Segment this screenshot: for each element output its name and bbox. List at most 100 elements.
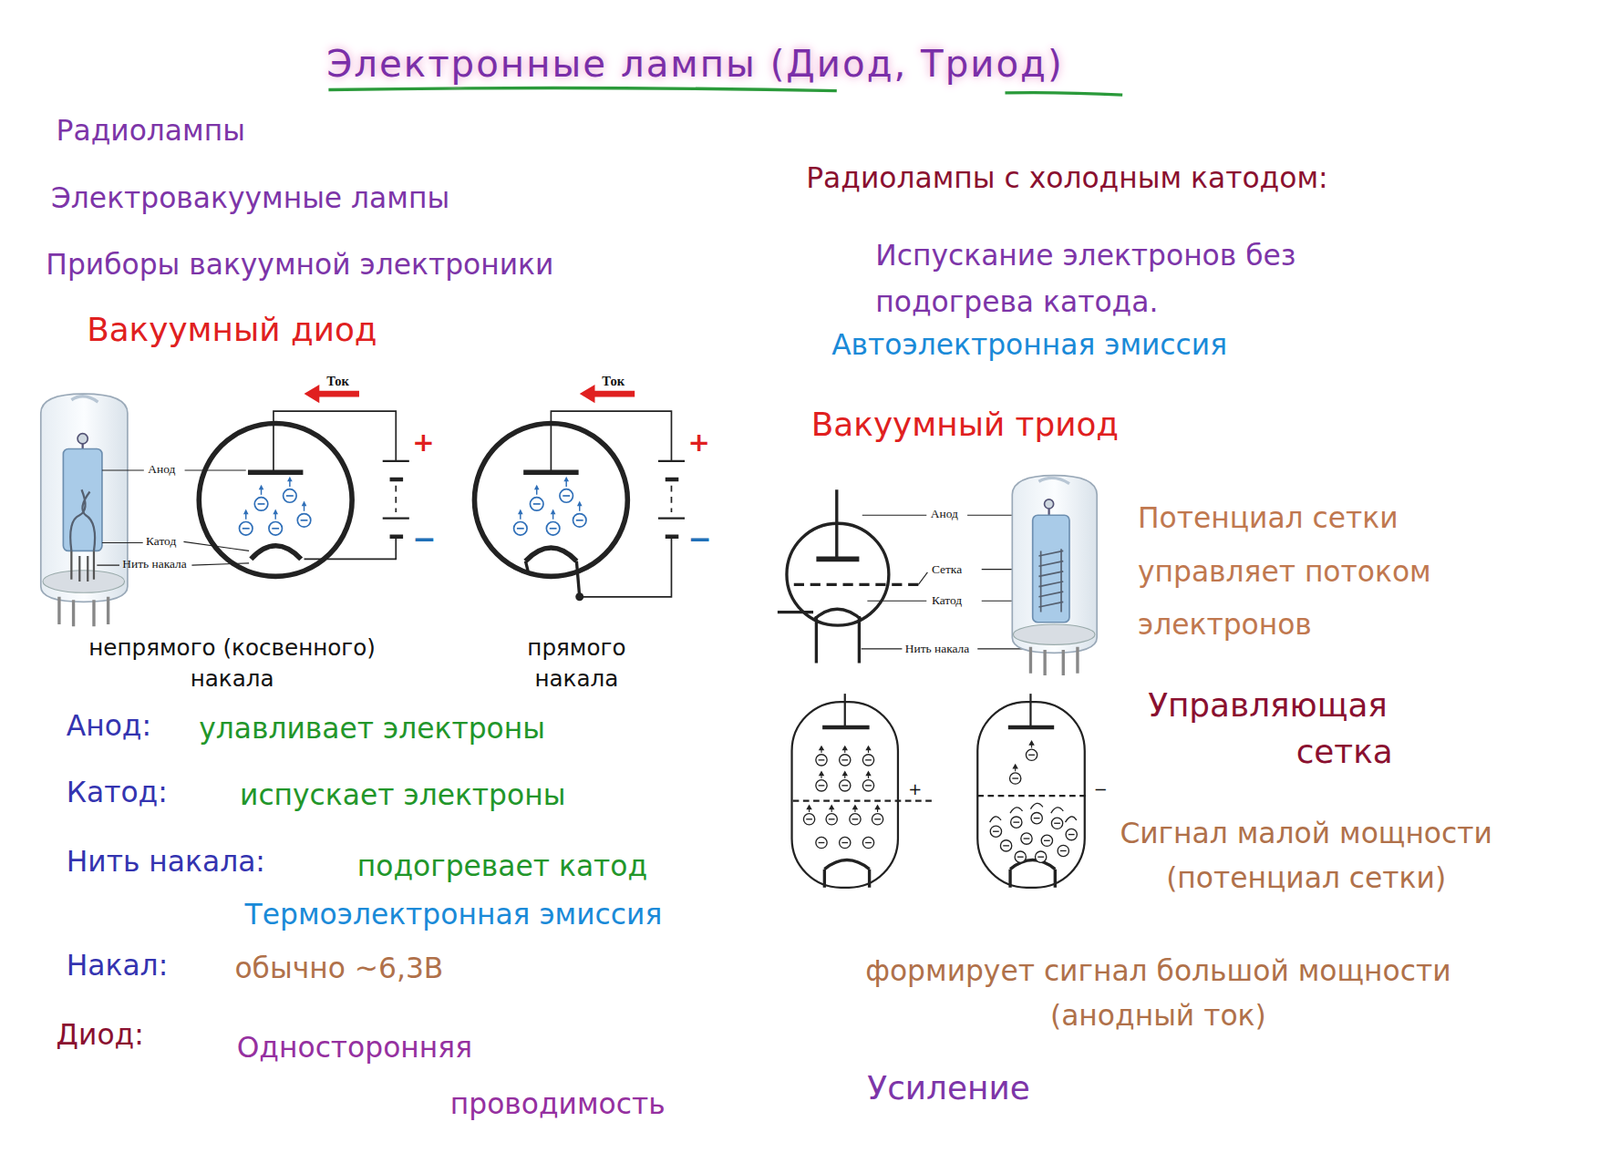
term: Радиолампы [56,113,246,149]
triode-positive-grid-part [825,805,837,826]
diode-indirect-part [304,384,320,403]
diode-indirect-part [297,501,311,528]
triode-negative-grid-part [1014,851,1026,863]
triode-positive-grid-part [871,805,883,826]
triode-photo-part [1012,624,1095,645]
term: Диод: [56,1018,145,1053]
diode-indirect-part [198,423,352,578]
diode-direct-part [525,547,577,562]
diode-indirect-part [238,509,253,537]
diode-indirect-part [304,536,397,560]
triode-photo-part [1038,477,1070,484]
diode-indirect-part [183,470,249,566]
part-name: Анод [930,506,959,522]
page-title: Электронные лампы (Диод, Триод) [326,42,1064,86]
triode-positive-grid-part [862,836,874,848]
diode-photo-part [71,396,98,403]
diode-photo-part [42,570,125,594]
diode-indirect-part [247,469,303,475]
triode-negative-grid-part [1010,764,1022,785]
section-heading: Вакуумный диод [86,310,377,351]
diode-photo-part [59,597,109,627]
triode-negative-grid-part [1000,840,1012,852]
caption: прямого накала [499,632,653,694]
diode-indirect-part [250,546,301,560]
diode-photo-part [77,433,88,444]
section-heading: Вакуумный триод [811,405,1119,445]
term: Приборы вакуумной электроники [45,247,554,283]
diode-direct-part [559,476,574,504]
term: Нить накала: [66,845,266,880]
title-underline [328,88,1123,96]
current-label: Ток [601,373,625,390]
term: Управляющая сетка [1147,681,1394,776]
triode-symbol-part [815,557,859,563]
polarity-sign: − [687,522,712,558]
triode-positive-grid-part [839,772,851,792]
triode-negative-grid-part [1034,851,1046,863]
triode-positive-grid-part [792,701,899,888]
triode-negative-grid-part [990,825,1002,837]
definition: обычно ~6,3В [234,951,444,987]
note: формирует сигнал большой мощности (анодн… [862,949,1455,1040]
term: Накал: [66,949,168,984]
term: Анод: [66,709,152,744]
diode-indirect [183,384,409,577]
polarity-sign: + [687,426,710,459]
triode-positive-grid-part [803,805,815,826]
triode-symbol-part [835,489,838,559]
diode-direct-part [514,509,528,537]
part-name: Катод [931,593,962,609]
title-underline-part [328,88,837,92]
triode-negative-grid [977,693,1087,888]
term: Электровакуумные лампы [51,181,450,217]
note: Сигнал малой мощности (потенциал сетки) [1092,811,1521,902]
triode-photo-part [1041,548,1062,612]
diode-indirect-part [283,476,298,504]
polarity-sign: − [1094,779,1108,799]
title-underline-part [1004,92,1123,96]
diode-photo [41,393,145,627]
diode-direct-part [572,501,587,528]
part-name: Катод [145,534,176,549]
triode-positive-grid-part [815,772,827,792]
part-name: Нить накала [905,641,970,657]
triode-photo-part [1032,515,1070,623]
triode-positive-grid-part [824,860,869,888]
diode-indirect-part [390,479,404,537]
triode-positive-grid-part [839,836,851,848]
diode-indirect-part [382,461,410,519]
definition: Испускание электронов без подогрева като… [875,232,1365,325]
current-label: Ток [326,373,350,390]
triode-negative-grid-part [977,794,1087,797]
triode-positive-grid-part [822,725,869,730]
diode-direct-part [670,485,673,513]
polarity-sign: + [412,426,434,459]
triode-positive-grid-part [793,800,934,803]
diode-photo-part [70,489,95,551]
diode-direct-part [579,384,596,403]
caption: непрямого (косвенного) накала [51,632,413,694]
part-name: Анод [147,462,176,477]
diode-direct-part [546,509,560,537]
triode-symbol-part [815,616,859,663]
definition: Автоэлектронная эмиссия [831,328,1228,363]
definition: испускает электроны [239,778,566,814]
part-name: Сетка [931,562,962,578]
diode-direct-part [665,479,680,537]
diode-direct-part [658,461,685,519]
diode-photo-part [41,393,128,602]
triode-negative-grid-part [1031,813,1043,825]
part-name: Нить накала [122,557,186,572]
triode-positive-grid-part [815,836,827,848]
diode-direct-part [525,561,579,598]
diode-direct-part [589,391,635,398]
diode-photo-part [96,470,144,566]
diode-photo-part [62,448,103,551]
triode-positive-grid-part [862,772,874,792]
diode-indirect-part [273,411,396,473]
polarity-sign: + [908,779,922,799]
diode-direct-part [581,536,671,598]
definition: Термоэлектронная эмиссия [245,898,663,933]
